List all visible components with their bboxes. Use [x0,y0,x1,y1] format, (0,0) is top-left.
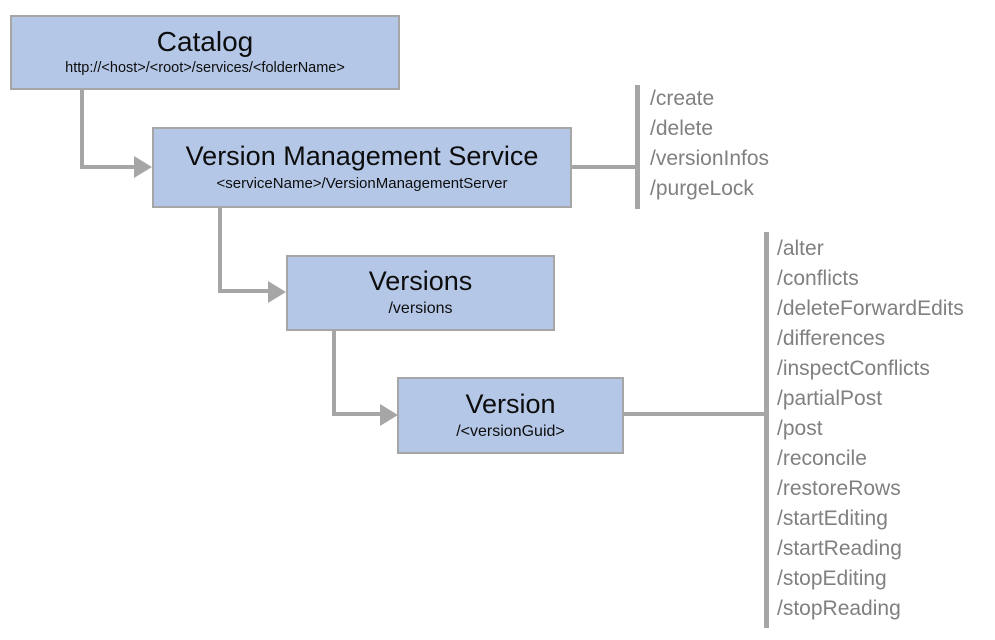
node-catalog-title: Catalog [156,26,254,58]
endpoint-list-version-operations: /alter/conflicts/deleteForwardEdits/diff… [777,234,964,624]
connector-service-to-versions-horizontal [218,289,270,293]
endpoint-item[interactable]: /startReading [777,537,902,560]
connector-catalog-to-service-vertical [80,90,84,169]
connector-service-to-operations [572,165,639,169]
node-version-management-service[interactable]: Version Management Service <serviceName>… [152,127,572,208]
endpoint-item[interactable]: /differences [777,327,886,350]
node-version-title: Version [465,388,556,419]
endpoint-item[interactable]: /partialPost [777,387,883,410]
node-catalog-subtitle: http://<host>/<root>/services/<folderNam… [65,60,345,77]
node-version-management-service-title: Version Management Service [185,141,539,172]
node-version-subtitle: /<versionGuid> [456,422,565,440]
node-versions-title: Versions [368,266,473,297]
endpoint-item[interactable]: /alter [777,237,824,260]
endpoint-item[interactable]: /inspectConflicts [777,357,930,380]
endpoint-item[interactable]: /deleteForwardEdits [777,297,964,320]
endpoint-item[interactable]: /restoreRows [777,477,901,500]
endpoint-item[interactable]: /purgeLock [650,177,754,200]
endpoint-item[interactable]: /stopReading [777,597,901,620]
arrowhead-versions-to-version-icon [380,404,398,426]
node-version-management-service-subtitle: <serviceName>/VersionManagementServer [216,174,508,192]
node-catalog[interactable]: Catalog http://<host>/<root>/services/<f… [10,15,400,90]
connector-versions-to-version-horizontal [332,412,382,416]
node-versions[interactable]: Versions /versions [286,255,555,331]
endpoint-item[interactable]: /startEditing [777,507,888,530]
connector-versions-to-version-vertical [332,331,336,416]
endpoint-item[interactable]: /conflicts [777,267,859,290]
endpoint-item[interactable]: /delete [650,117,714,140]
connector-catalog-to-service-horizontal [80,165,136,169]
bracket-version-operations [764,232,769,628]
arrowhead-service-to-versions-icon [268,281,286,303]
connector-service-to-versions-vertical [218,208,222,293]
endpoint-list-service-operations: /create/delete/versionInfos/purgeLock [650,84,769,204]
arrowhead-catalog-to-service-icon [134,156,152,178]
endpoint-item[interactable]: /versionInfos [650,147,770,170]
node-version[interactable]: Version /<versionGuid> [397,377,624,454]
endpoint-item[interactable]: /post [777,417,823,440]
bracket-service-operations [635,85,640,209]
node-versions-subtitle: /versions [388,300,453,318]
endpoint-item[interactable]: /stopEditing [777,567,887,590]
endpoint-item[interactable]: /reconcile [777,447,867,470]
connector-version-to-operations [624,412,767,416]
endpoint-item[interactable]: /create [650,87,715,110]
